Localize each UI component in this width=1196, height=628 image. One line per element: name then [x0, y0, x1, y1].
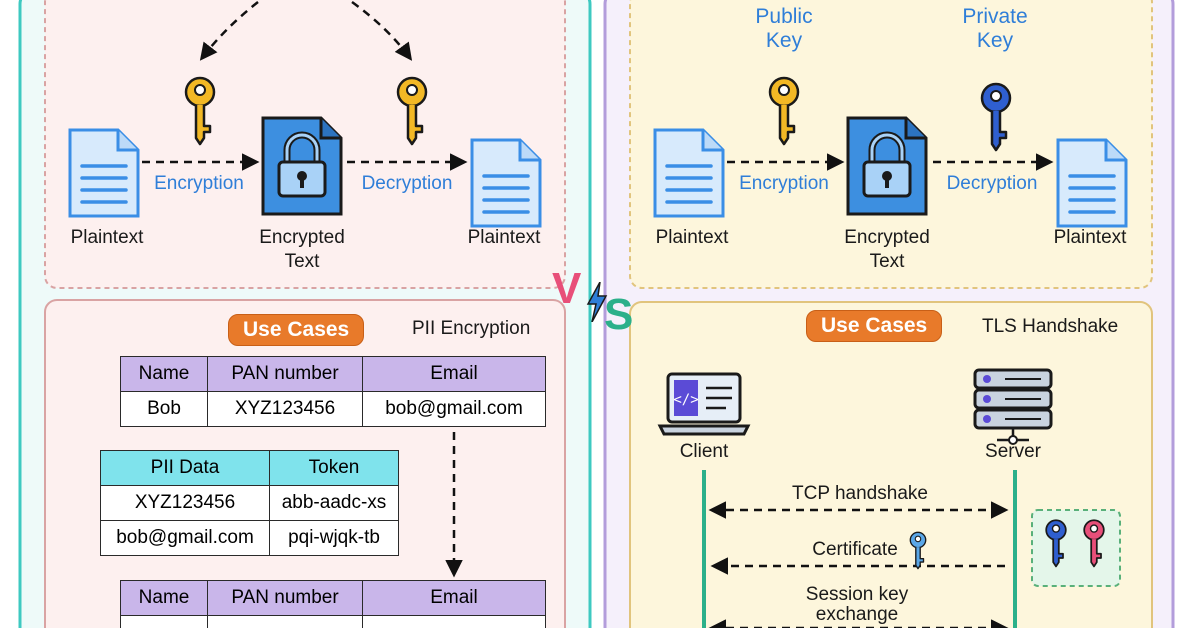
table-cell: [362, 615, 546, 628]
token-table: PII Data Token XYZ123456 abb-aadc-xs bob…: [100, 450, 399, 556]
tls-handshake-title: TLS Handshake: [982, 316, 1119, 337]
table-cell: Bob: [120, 391, 208, 427]
table-cell: abb-aadc-xs: [269, 485, 399, 521]
plaintext-label: Plaintext: [1053, 227, 1127, 248]
locked-document-icon: [848, 118, 926, 214]
client-label: Client: [679, 441, 729, 462]
plaintext-label: Plaintext: [467, 227, 541, 248]
document-icon: [68, 128, 140, 218]
user-data-table: Name PAN number Email Bob XYZ123456 bob@…: [120, 356, 546, 427]
table-cell: XYZ123456: [100, 485, 270, 521]
decryption-label: Decryption: [361, 173, 453, 194]
table-cell: XYZ123456: [207, 391, 363, 427]
table-cell: bob@gmail.com: [362, 391, 546, 427]
column-header: Email: [362, 580, 546, 616]
column-header: PAN number: [207, 356, 363, 392]
column-header: Token: [269, 450, 399, 486]
certificate-label: Certificate: [812, 539, 898, 560]
encryption-label: Encryption: [154, 173, 244, 194]
server-icon: [973, 368, 1053, 445]
table-cell: pqi-wjqk-tb: [269, 520, 399, 556]
session-key-exchange-label: Session key exchange: [805, 584, 909, 625]
encryption-label: Encryption: [739, 173, 829, 194]
table-row: bob@gmail.com pqi-wjqk-tb: [100, 520, 399, 556]
encrypted-text-label: Encrypted Text: [259, 227, 345, 272]
use-cases-badge: Use Cases: [228, 314, 365, 346]
table-row: [120, 615, 546, 628]
plaintext-label: Plaintext: [655, 227, 729, 248]
key-arrow-right: [351, 0, 413, 61]
table-cell: [207, 615, 363, 628]
laptop-icon: </>: [657, 372, 751, 436]
document-icon: [1056, 138, 1128, 228]
tcp-handshake-label: TCP handshake: [792, 483, 928, 504]
private-key-label: Private Key: [962, 5, 1028, 52]
decryption-label: Decryption: [946, 173, 1038, 194]
pii-encryption-title: PII Encryption: [412, 318, 531, 339]
svg-text:</>: </>: [673, 392, 698, 408]
key-arrow-left: [199, 1, 259, 61]
server-label: Server: [985, 441, 1041, 462]
table-row: XYZ123456 abb-aadc-xs: [100, 485, 399, 521]
vs-letter-s: S: [604, 290, 634, 339]
column-header: Name: [120, 356, 208, 392]
document-icon: [653, 128, 725, 218]
public-key-label: Public Key: [755, 5, 813, 52]
lightning-icon: [586, 281, 608, 327]
column-header: Email: [362, 356, 546, 392]
key-pair-box: [1031, 509, 1121, 587]
tokenized-data-table: Name PAN number Email: [120, 580, 546, 628]
table-row: Bob XYZ123456 bob@gmail.com: [120, 391, 546, 427]
column-header: PAN number: [207, 580, 363, 616]
locked-document-icon: [263, 118, 341, 214]
plaintext-label: Plaintext: [70, 227, 144, 248]
use-cases-badge: Use Cases: [806, 310, 943, 342]
column-header: Name: [120, 580, 208, 616]
table-cell: bob@gmail.com: [100, 520, 270, 556]
table-cell: [120, 615, 208, 628]
document-icon: [470, 138, 542, 228]
vs-letter-v: V: [552, 264, 582, 313]
encrypted-text-label: Encrypted Text: [844, 227, 930, 272]
column-header: PII Data: [100, 450, 270, 486]
